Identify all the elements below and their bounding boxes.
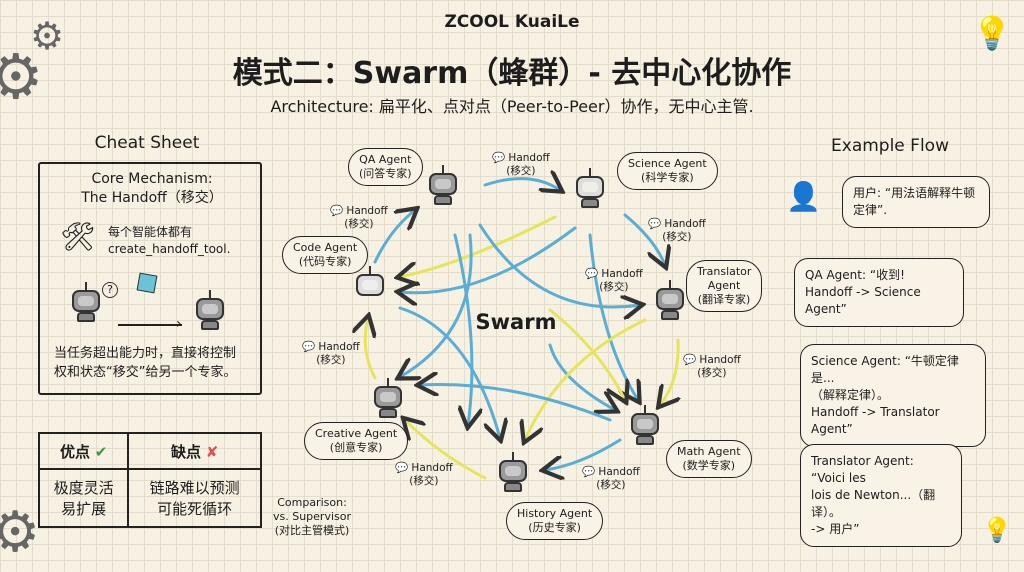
page-title: 模式二：Swarm（蜂群）- 去中心化协作: [232, 56, 792, 91]
handoff-label: 💬 Handoff(移交): [648, 218, 706, 243]
handoff-label: 💬 Handoff(移交): [585, 268, 643, 293]
arrow-science-math: [588, 233, 638, 400]
gear-icon: ⚙: [30, 14, 65, 58]
tools-icon: 🛠: [60, 220, 96, 253]
example-flow-title: Example Flow: [831, 136, 949, 156]
handoff-label: 💬 Handoff(移交): [582, 466, 640, 491]
history-agent-robot[interactable]: [495, 452, 531, 492]
handoff-label: 💬 Handoff(移交): [492, 152, 550, 177]
tool-name: create_handoff_tool.: [108, 242, 231, 256]
tool-text: 每个智能体都有: [108, 225, 193, 239]
flow-science-message: Science Agent: “牛顿定律是...（解释定律）。Handoff -…: [800, 344, 986, 447]
math-agent-label: Math Agent(数学专家): [666, 440, 752, 478]
gear-icon: ⚙: [0, 500, 41, 565]
lightbulb-icon: 💡: [972, 14, 1012, 52]
code-agent-label: Code Agent(代码专家): [282, 236, 369, 274]
science-agent-label: Science Agent(科学专家): [617, 152, 718, 190]
arrow-code-qa: [373, 210, 415, 264]
cheat-sheet-title: Cheat Sheet: [94, 133, 200, 153]
handoff-label: The Handoff（移交）: [81, 190, 223, 206]
logo: ZCOOL KuaiLe: [444, 12, 580, 32]
pros-cons-table: 优点 ✔ 缺点 ✘ 极度灵活易扩展 链路难以预测可能死循环: [37, 432, 262, 528]
cons-cell: 链路难以预测可能死循环: [127, 468, 262, 528]
arrow-qa-history: [453, 233, 472, 425]
robot-icon: [68, 282, 104, 322]
pros-cell: 极度灵活易扩展: [37, 468, 130, 528]
arrow-qa-creative: [400, 233, 473, 377]
translator-agent-robot[interactable]: [652, 280, 688, 320]
cons-header: 缺点 ✘: [127, 432, 262, 470]
arrow-math-history: [545, 438, 622, 470]
handoff-label: 💬 Handoff(移交): [683, 354, 741, 379]
desc-text: 当任务超出能力时，直接将控制: [54, 346, 237, 361]
arrow-code-history: [398, 306, 500, 438]
arrow-qa-science: [483, 179, 560, 190]
page-subtitle: Architecture: 扁平化、点对点（Peer-to-Peer）协作，无中…: [270, 97, 754, 116]
flow-qa-message: QA Agent: “收到!Handoff -> Science Agent”: [794, 258, 964, 327]
lightbulb-icon: 💡: [982, 516, 1012, 544]
qa-agent-robot[interactable]: [425, 165, 461, 205]
history-agent-label: History Agent(历史专家): [506, 502, 604, 540]
gear-icon: ⚙: [0, 40, 44, 113]
handoff-label: 💬 Handoff(移交): [302, 341, 360, 366]
arrow-science-code2: [400, 226, 577, 293]
arrow-translator-math: [660, 338, 678, 405]
arrow-swarm-math: [548, 343, 615, 410]
creative-agent-label: Creative Agent(创意专家): [304, 422, 409, 460]
arrow-math-creative: [420, 384, 612, 422]
swarm-center-label: Swarm: [475, 310, 557, 334]
core-mechanism-label: Core Mechanism:: [91, 171, 213, 187]
qa-agent-label: QA Agent(问答专家): [348, 148, 423, 186]
desc-text: 权和状态“移交”给另一个专家。: [54, 365, 237, 380]
code-agent-robot[interactable]: [352, 266, 388, 306]
arrow-head-icon: ›: [176, 316, 182, 332]
arrow-science-translator: [623, 213, 665, 265]
arrow-translator-history: [525, 318, 647, 440]
arrow-creative-code: [365, 318, 375, 380]
question-icon: ?: [102, 282, 118, 298]
arrow-icon: [118, 324, 182, 326]
handoff-label: 💬 Handoff(移交): [395, 462, 453, 487]
arrow-science-code: [400, 215, 557, 277]
math-agent-robot[interactable]: [627, 405, 663, 445]
cheat-sheet-box: Core Mechanism: The Handoff（移交） 🛠 每个智能体都…: [38, 162, 262, 395]
arrow-history-creative: [405, 420, 487, 480]
creative-agent-robot[interactable]: [370, 378, 406, 418]
handoff-label: 💬 Handoff(移交): [330, 205, 388, 230]
cross-icon: ✘: [205, 442, 219, 461]
arrow-qa-translator: [478, 223, 640, 307]
user-icon: 👤: [786, 180, 821, 213]
check-icon: ✔: [94, 442, 108, 461]
robot-icon: [192, 290, 228, 330]
pros-header: 优点 ✔: [37, 432, 130, 470]
comparison-note: Comparison:vs. Supervisor(对比主管模式): [272, 496, 352, 537]
flow-user-message: 用户: “用法语解释牛顿定律”.: [842, 176, 990, 228]
translator-agent-label: Translator Agent(翻译专家): [686, 260, 762, 312]
science-agent-robot[interactable]: [572, 168, 608, 208]
